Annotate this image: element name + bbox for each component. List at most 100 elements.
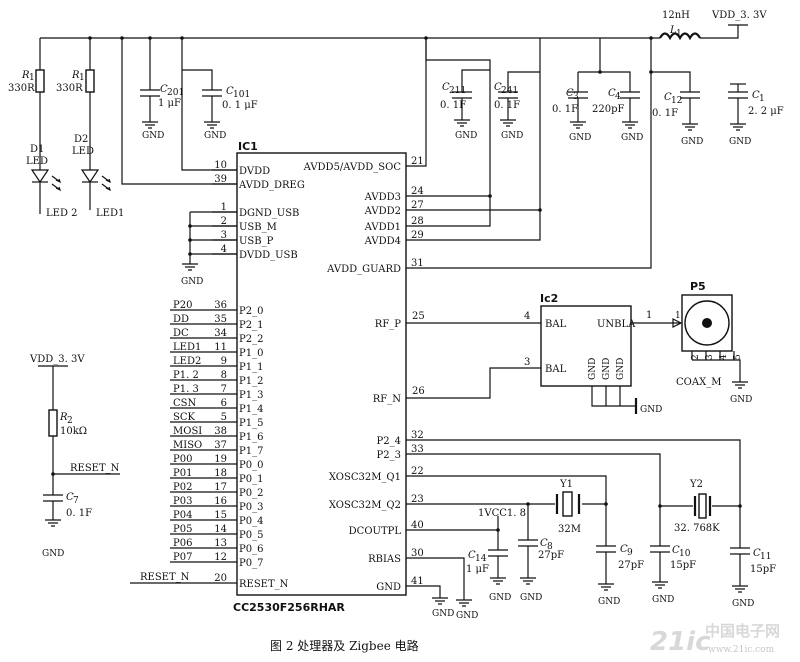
ic1-pin-name: P0_1	[239, 474, 263, 485]
c211-ref: C	[442, 82, 450, 93]
reset-gnd: GND	[42, 549, 64, 559]
reset-circuit: VDD_3. 3V R 2 10kΩ RESET_N C 7 0. 1F GND	[29, 354, 120, 559]
ic1-pin-net: MOSI	[173, 426, 202, 437]
ic1-pin-name: P2_1	[239, 320, 263, 331]
p5-ref: P5	[690, 280, 706, 293]
c9-ref: C	[620, 544, 628, 555]
p5-pin2: 2	[691, 354, 701, 360]
ic1-ref: IC1	[238, 140, 258, 153]
d1-net: LED 2	[46, 208, 78, 219]
inductor-l1: 12nH L 1	[659, 10, 701, 41]
ic1-pin-number: 16	[214, 496, 227, 507]
ic1-pin-name: P2_3	[377, 450, 401, 461]
y2-crystal	[698, 493, 707, 519]
ic2-pin-bal-p: BAL	[545, 319, 567, 330]
ic1-pin-name: GND	[376, 582, 401, 593]
ic1-pin-number: 23	[411, 494, 424, 505]
ic1-pin-number: 8	[221, 370, 227, 381]
ic1-pin-name: RESET_N	[239, 579, 289, 590]
c14-gnd: GND	[489, 593, 511, 603]
balun-ic2-body	[540, 305, 632, 387]
c7-ref-sub: 7	[73, 496, 79, 506]
ic1-pin-net: P01	[173, 468, 192, 479]
c12-ref-sub: 12	[671, 96, 682, 106]
ic1-pin-number: 27	[411, 200, 424, 211]
c7-value: 0. 1F	[66, 508, 92, 519]
c4-gnd: GND	[621, 133, 643, 143]
c101-value: 0. 1 μF	[222, 100, 258, 111]
ic1-pin-name: XOSC32M_Q1	[329, 472, 401, 483]
c201-value: 1 μF	[158, 98, 181, 109]
ic1-body	[236, 152, 407, 596]
c9-value: 27pF	[618, 560, 644, 571]
ic2-gnd-1: GND	[588, 358, 598, 380]
ic1-pin-number: 35	[214, 314, 227, 325]
power-rail: VDD_3. 3V 12nH L 1	[40, 10, 767, 41]
ic1-pin-number: 31	[411, 258, 424, 269]
ic1-pin-name: AVDD2	[364, 206, 401, 217]
c211-ref-sub: 211	[449, 86, 466, 96]
crystal-32k: Y2 32. 768K C 10 15pF GND C 11 15pF GND	[406, 439, 776, 609]
c9-ref-sub: 9	[627, 548, 633, 558]
y1-ref: Y1	[559, 479, 573, 490]
ic1-pin-number: 14	[214, 524, 227, 535]
c1-gnd: GND	[729, 137, 751, 147]
c10-value: 15pF	[670, 560, 696, 571]
gnd-pin-gnd: GND	[432, 609, 454, 619]
ic1-pin-number: 30	[411, 548, 424, 559]
ic1-pin-net: P07	[173, 552, 192, 563]
ic1-pin-name: RF_P	[375, 319, 401, 330]
ic1-pin-name: P2_2	[239, 334, 263, 345]
ic1-pin-name: P1_2	[239, 376, 263, 387]
ic1-pin-name: DVDD	[239, 166, 270, 177]
c101-gnd: GND	[204, 131, 226, 141]
r1a-ref: R	[21, 70, 30, 81]
c241-ref: C	[494, 82, 502, 93]
figure-caption: 图 2 处理器及 Zigbee 电路	[270, 638, 419, 653]
ic1-pin-number: 2	[221, 216, 227, 227]
ic1-pin-name: P2_0	[239, 306, 263, 317]
c211-gnd: GND	[455, 131, 477, 141]
c8-gnd: GND	[520, 593, 542, 603]
ic1-pin-number: 11	[214, 342, 227, 353]
ic2-pin-unbal: UNBLA	[597, 319, 636, 330]
coax-outer	[684, 300, 730, 346]
inductor-ref-sub: 1	[676, 29, 682, 39]
watermark-site: 中国电子网	[705, 622, 780, 640]
d2-ref: D2	[74, 134, 88, 145]
p5-name: COAX_M	[676, 377, 721, 388]
ic1-pin-net: P20	[173, 300, 192, 311]
ic1-pin-number: 37	[214, 440, 227, 451]
c14-ref-sub: 14	[475, 554, 487, 564]
c211-value: 0. 1F	[440, 100, 466, 111]
ic1-pin-name: P1_5	[239, 418, 263, 429]
rbias-net: GND	[406, 557, 478, 621]
ic1-pin-name: P2_4	[377, 436, 401, 447]
c101-ref-sub: 101	[233, 90, 250, 100]
c4-ref-sub: 4	[615, 92, 621, 102]
ic1-pin-name: P0_0	[239, 460, 263, 471]
ic1-pin-net: P1. 3	[173, 384, 199, 395]
p5-gnd: GND	[730, 395, 752, 405]
ic1-pin-name: USB_M	[239, 222, 277, 233]
r2-value: 10kΩ	[60, 426, 87, 437]
c12-ref: C	[664, 92, 672, 103]
c7-ref: C	[66, 492, 74, 503]
r2-ref: R	[59, 412, 68, 423]
ic1-pin-number: 33	[411, 444, 424, 455]
ic1-pin-number: 38	[214, 426, 227, 437]
ic1-pin-number: 1	[221, 202, 227, 213]
c9-gnd: GND	[598, 597, 620, 607]
ic1-pin-name: P1_4	[239, 404, 263, 415]
ic1-pin-net: P03	[173, 496, 192, 507]
ic1-pin-number: 9	[221, 356, 227, 367]
c3-gnd: GND	[569, 133, 591, 143]
ic1-pin-net: P00	[173, 454, 192, 465]
cap-c1: C 1 2. 2 μF GND	[728, 83, 784, 147]
c10-ref: C	[672, 545, 680, 556]
ic1-pin-number: 19	[214, 454, 227, 465]
ic1-pin-name: P0_6	[239, 544, 263, 555]
ic1: IC1 CC2530F256RHAR	[233, 140, 407, 614]
ic1-pin-name: P0_2	[239, 488, 263, 499]
resistor-r1b	[85, 69, 95, 93]
